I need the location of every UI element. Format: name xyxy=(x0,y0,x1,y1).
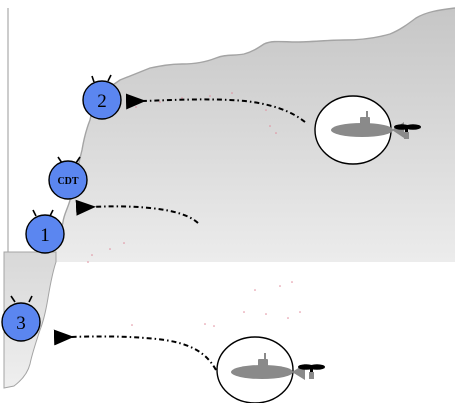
sea-region-upper xyxy=(20,8,455,262)
sensor-node-2[interactable]: 2 xyxy=(82,74,122,120)
sensor-node-icon xyxy=(48,160,88,200)
propeller-icon xyxy=(298,364,325,379)
sensor-node-1[interactable]: 1 xyxy=(25,209,65,254)
coastline xyxy=(39,7,455,263)
arrow-to-node-2 xyxy=(125,93,306,123)
arrow-to-node-3 xyxy=(53,329,217,371)
sensor-node-icon xyxy=(82,80,122,120)
node-label-2: 2 xyxy=(97,91,107,112)
propeller-icon xyxy=(394,124,421,139)
node-label-3: 3 xyxy=(16,313,26,334)
sonar-speckles xyxy=(87,92,301,327)
sensor-node-cdt[interactable]: CDT xyxy=(48,156,88,200)
arrow-to-node-1 xyxy=(75,199,199,224)
node-label-cdt: CDT xyxy=(57,176,78,187)
node-label-1: 1 xyxy=(40,225,50,246)
sensor-node-3[interactable]: 3 xyxy=(1,295,41,342)
sensor-node-icon xyxy=(25,214,65,254)
submarine-lower[interactable] xyxy=(216,336,325,403)
submarine-upper[interactable] xyxy=(314,95,421,165)
land-strip xyxy=(8,8,20,262)
sensor-node-icon xyxy=(1,302,41,342)
